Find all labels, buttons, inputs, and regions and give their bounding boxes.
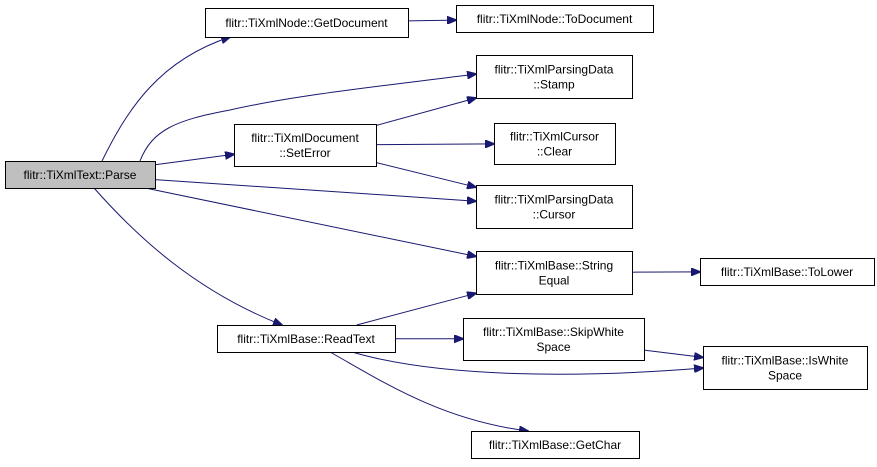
node-label-todocument-line-0: flitr::TiXmlNode::ToDocument <box>477 12 633 26</box>
edge-seterror-to-stamp <box>375 98 476 126</box>
node-box-clear[interactable] <box>494 123 616 165</box>
node-label-getchar-line-0: flitr::TiXmlBase::GetChar <box>489 438 621 452</box>
edge-skipwhite-to-iswhite <box>643 349 703 357</box>
node-getchar[interactable]: flitr::TiXmlBase::GetChar <box>471 431 640 459</box>
node-parse[interactable]: flitr::TiXmlText::Parse <box>5 161 156 189</box>
node-stamp[interactable]: flitr::TiXmlParsingData::Stamp <box>476 55 633 99</box>
node-label-stamp-line-1: ::Stamp <box>533 78 575 92</box>
node-readtext[interactable]: flitr::TiXmlBase::ReadText <box>217 325 396 353</box>
edge-readtext-to-iswhite <box>351 351 703 375</box>
node-box-skipwhite[interactable] <box>463 318 645 361</box>
node-box-parse[interactable] <box>5 161 156 189</box>
node-box-readtext[interactable] <box>217 325 396 353</box>
node-label-clear-line-1: ::Clear <box>537 145 572 159</box>
edge-parse-to-getdocument <box>101 37 230 162</box>
edge-parse-to-stamp <box>139 74 476 162</box>
node-seterror[interactable]: flitr::TiXmlDocument::SetError <box>234 124 377 167</box>
node-cursor[interactable]: flitr::TiXmlParsingData::Cursor <box>476 185 633 229</box>
node-clear[interactable]: flitr::TiXmlCursor::Clear <box>494 123 616 165</box>
node-label-getdocument-line-0: flitr::TiXmlNode::GetDocument <box>225 16 388 30</box>
node-box-stamp[interactable] <box>476 55 633 99</box>
edge-seterror-to-clear <box>375 144 494 145</box>
node-label-skipwhite-line-1: Space <box>536 340 570 354</box>
node-box-iswhite[interactable] <box>703 346 868 390</box>
node-label-skipwhite-line-0: flitr::TiXmlBase::SkipWhite <box>483 325 624 339</box>
node-label-stringequal-line-0: flitr::TiXmlBase::String <box>495 259 613 273</box>
node-label-readtext-line-0: flitr::TiXmlBase::ReadText <box>237 332 375 346</box>
nodes-layer: flitr::TiXmlText::Parse flitr::TiXmlNode:… <box>5 5 875 459</box>
node-label-tolower-line-0: flitr::TiXmlBase::ToLower <box>721 265 853 279</box>
node-box-getchar[interactable] <box>471 431 640 459</box>
node-box-tolower[interactable] <box>700 258 875 286</box>
node-label-iswhite-line-0: flitr::TiXmlBase::IsWhite <box>722 354 849 368</box>
edge-seterror-to-cursor <box>375 162 476 188</box>
edge-readtext-to-stringequal <box>356 293 476 326</box>
node-todocument[interactable]: flitr::TiXmlNode::ToDocument <box>456 5 654 33</box>
node-box-stringequal[interactable] <box>476 251 633 295</box>
node-label-clear-line-0: flitr::TiXmlCursor <box>510 130 599 144</box>
node-box-cursor[interactable] <box>476 185 633 229</box>
node-label-cursor-line-0: flitr::TiXmlParsingData <box>495 193 614 207</box>
edge-readtext-to-getchar <box>329 351 528 431</box>
edge-parse-to-cursor <box>154 179 476 202</box>
node-label-parse-line-0: flitr::TiXmlText::Parse <box>24 168 137 182</box>
node-box-todocument[interactable] <box>456 5 654 33</box>
node-label-seterror-line-0: flitr::TiXmlDocument <box>251 131 359 145</box>
node-box-seterror[interactable] <box>234 124 377 167</box>
edge-parse-to-stringequal <box>145 187 476 256</box>
node-label-seterror-line-1: ::SetError <box>279 146 330 160</box>
node-label-stringequal-line-1: Equal <box>539 274 570 288</box>
node-label-iswhite-line-1: Space <box>768 369 802 383</box>
edge-parse-to-readtext <box>93 187 282 325</box>
node-box-getdocument[interactable] <box>205 8 409 38</box>
node-label-cursor-line-1: ::Cursor <box>533 208 576 222</box>
edge-getdocument-to-todocument <box>407 20 456 21</box>
edges-layer <box>93 20 703 431</box>
node-label-stamp-line-0: flitr::TiXmlParsingData <box>495 63 614 77</box>
node-getdocument[interactable]: flitr::TiXmlNode::GetDocument <box>205 8 409 38</box>
edge-parse-to-seterror <box>154 154 234 166</box>
node-tolower[interactable]: flitr::TiXmlBase::ToLower <box>700 258 875 286</box>
